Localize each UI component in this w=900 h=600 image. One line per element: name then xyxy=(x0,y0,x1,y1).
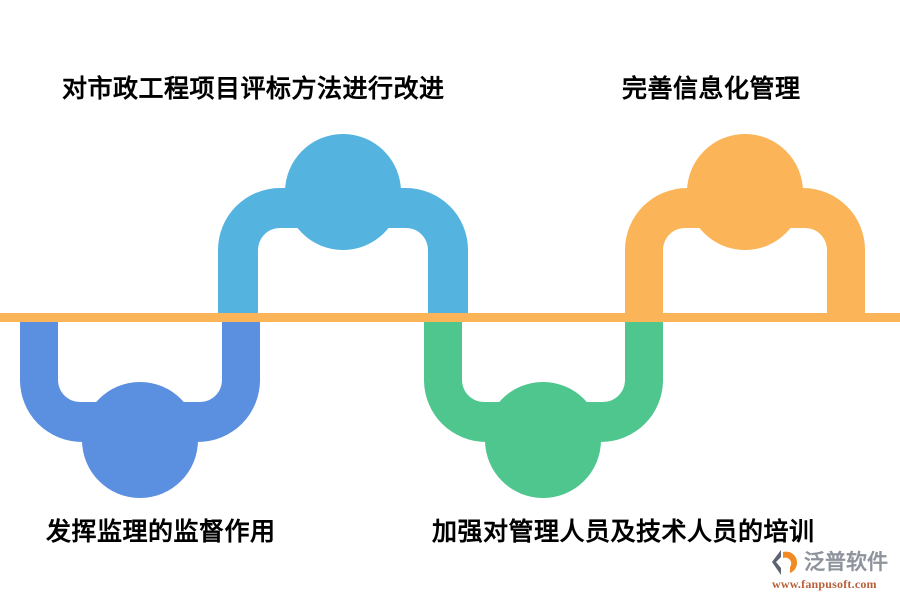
node-label-top-right: 完善信息化管理 xyxy=(622,75,801,103)
node-shape-top-right xyxy=(625,134,865,322)
node-arch-top-right xyxy=(625,188,865,322)
node-arch-bottom-left xyxy=(20,313,260,442)
node-shape-bottom-right xyxy=(424,313,663,498)
baseline-divider xyxy=(0,313,900,322)
watermark-url-text: www.fanpusoft.com xyxy=(772,577,877,591)
node-circle-bottom-left xyxy=(82,382,198,498)
node-label-bottom-right: 加强对管理人员及技术人员的培训 xyxy=(432,518,815,546)
fanpu-logo-icon xyxy=(772,550,798,575)
node-label-bottom-left: 发挥监理的监督作用 xyxy=(46,518,276,546)
node-arch-top-left xyxy=(218,188,468,322)
watermark-row: 泛普软件 xyxy=(770,548,888,576)
node-shape-bottom-left xyxy=(20,313,260,498)
node-circle-bottom-right xyxy=(485,382,601,498)
node-shape-top-left xyxy=(218,134,468,322)
node-label-top-left: 对市政工程项目评标方法进行改进 xyxy=(62,75,445,103)
watermark-logo: 泛普软件 www.fanpusoft.com xyxy=(770,548,892,596)
watermark-brand-text: 泛普软件 xyxy=(804,550,888,574)
node-arch-bottom-right xyxy=(424,313,663,442)
